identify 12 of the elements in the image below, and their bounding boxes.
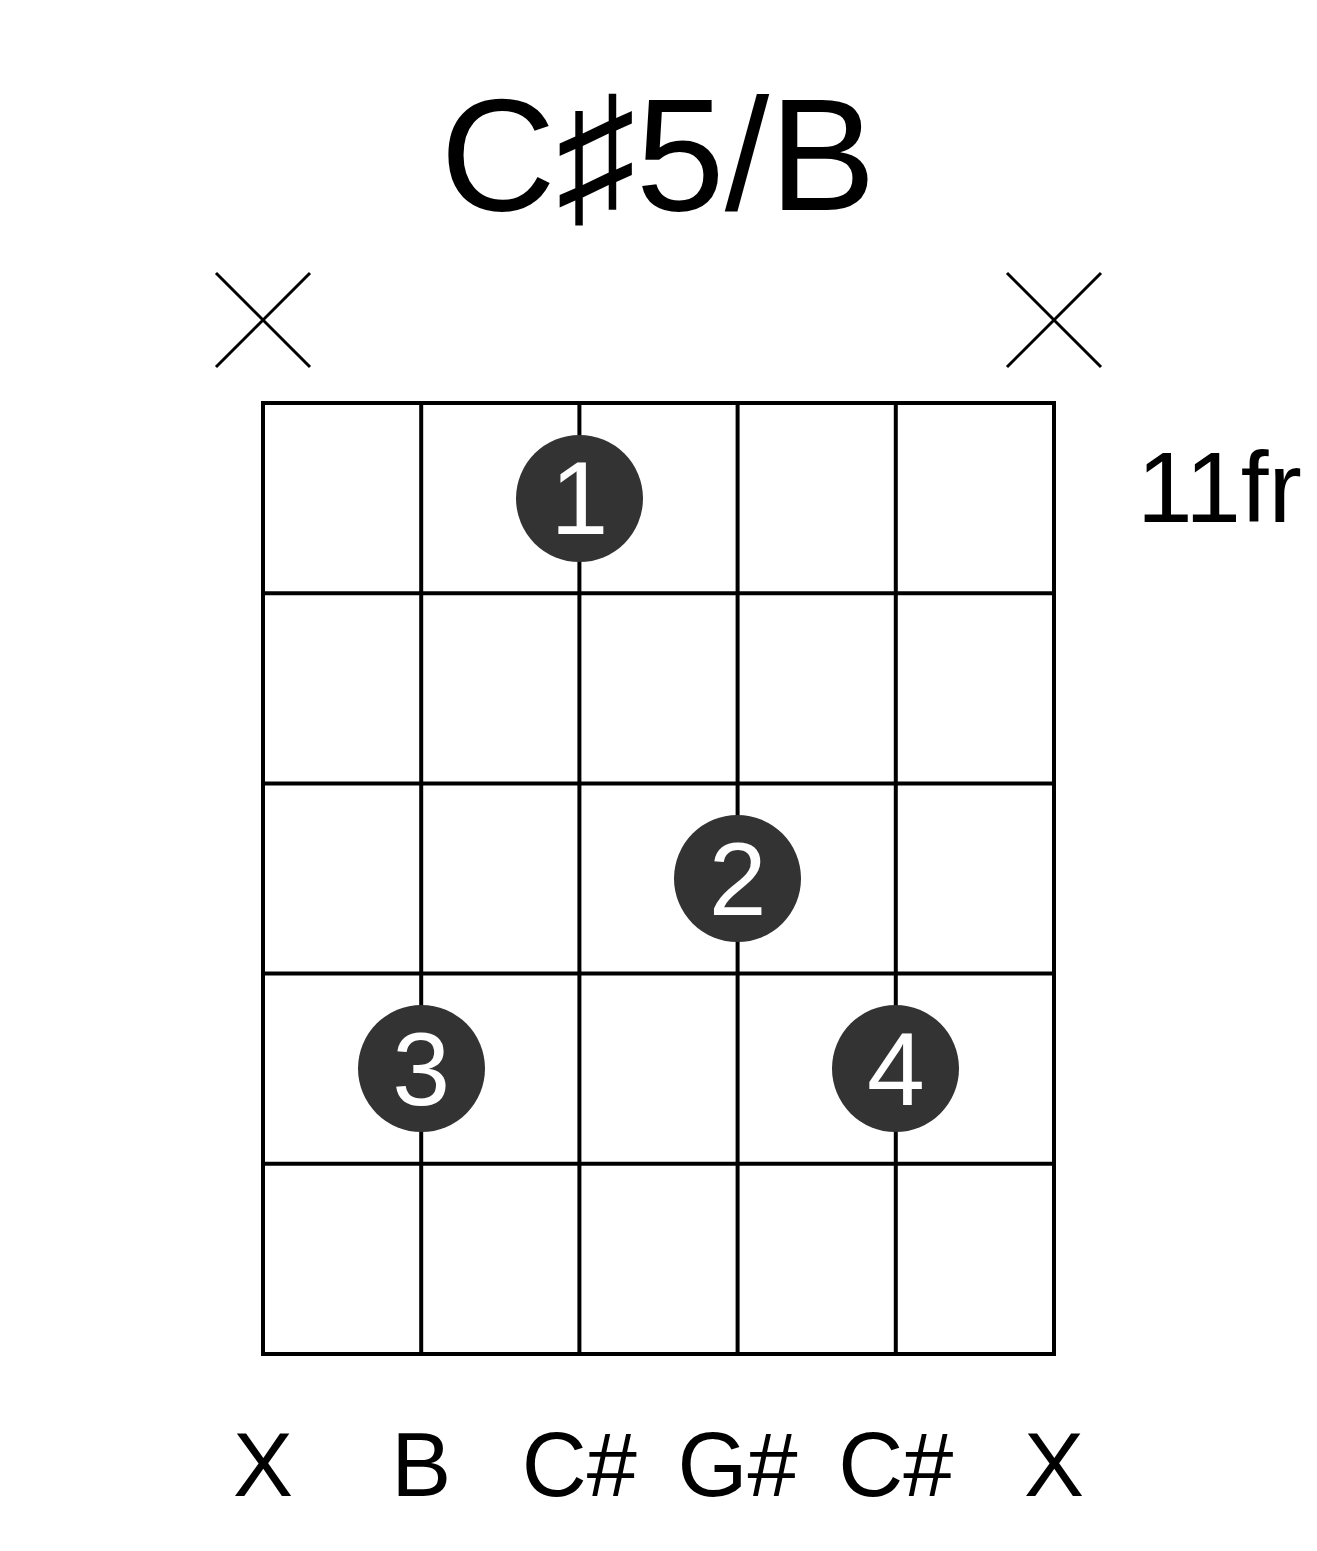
finger-dot: 3: [357, 1005, 485, 1133]
finger-dot: 2: [674, 815, 802, 942]
chord-title: C♯5/B: [440, 75, 876, 235]
finger-dot: 1: [515, 434, 643, 562]
string-note-label: X: [1024, 1420, 1084, 1510]
finger-dot: 4: [832, 1005, 960, 1133]
string-note-label: B: [391, 1420, 452, 1510]
string-note-label: C#: [838, 1420, 954, 1510]
string-note-label: G#: [677, 1420, 798, 1510]
fret-number-label: 11fr: [1137, 437, 1302, 537]
string-note-label: X: [233, 1420, 293, 1510]
string-note-label: C#: [521, 1420, 637, 1510]
